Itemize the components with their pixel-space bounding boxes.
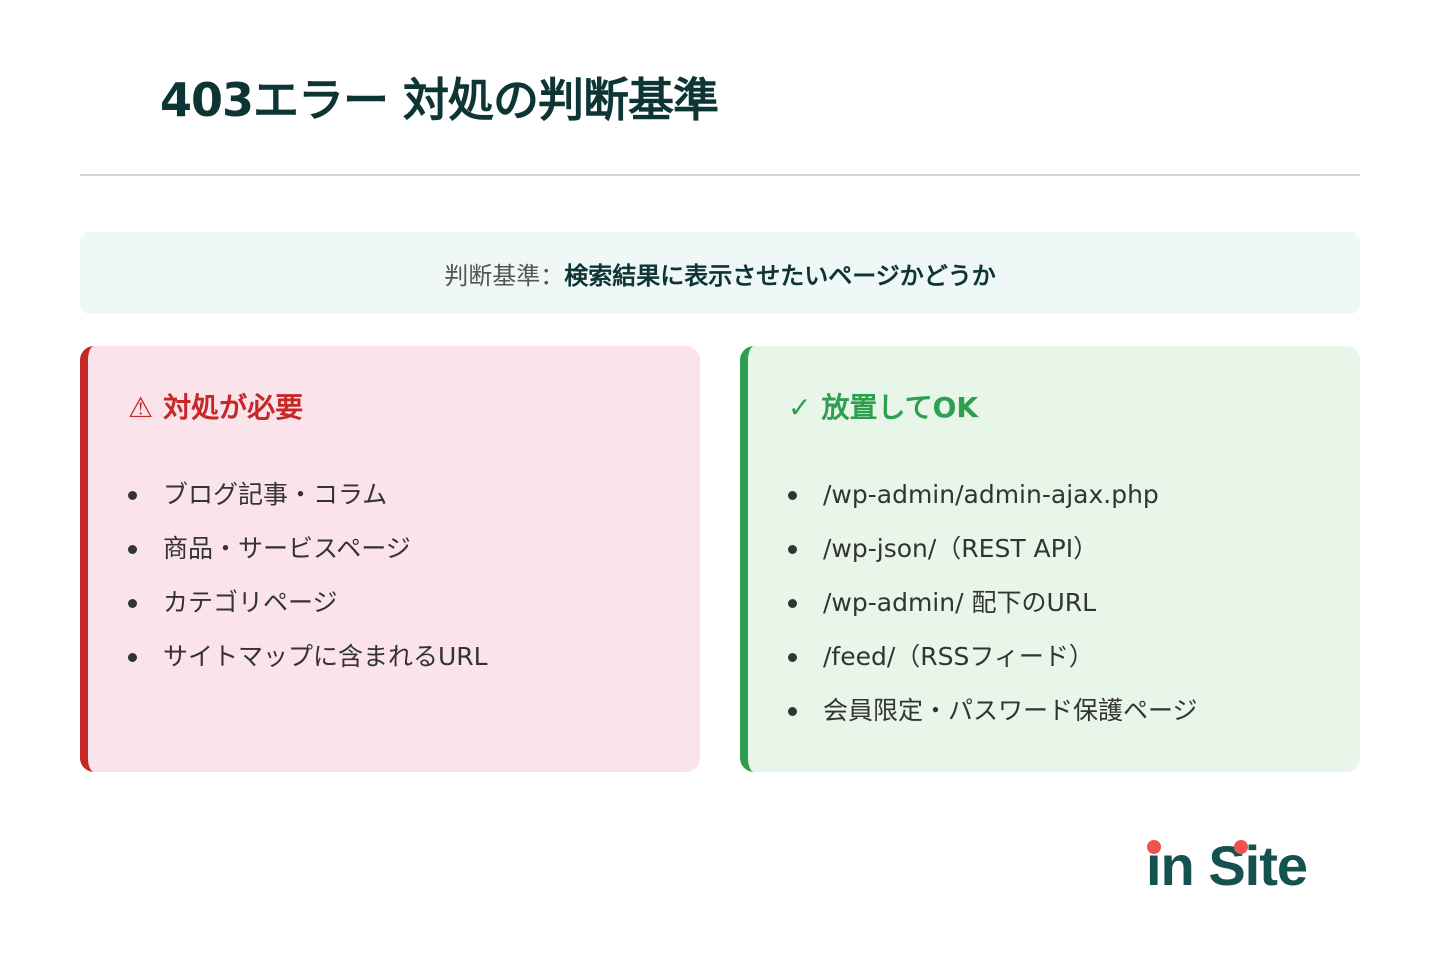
insite-logo: in Site (1146, 838, 1308, 894)
page-title: 403エラー 対処の判断基準 (160, 73, 719, 127)
warning-icon: ⚠ (128, 391, 154, 424)
criteria-banner: 判断基準： 検索結果に表示させたいページかどうか (80, 232, 1360, 314)
check-icon: ✓ (788, 391, 812, 424)
list-item: /feed/（RSSフィード） (788, 630, 1198, 684)
ignore-ok-title: 放置してOK (821, 391, 979, 424)
bullet-icon (128, 490, 137, 500)
action-required-heading: ⚠ 対処が必要 (128, 388, 303, 428)
criteria-label: 判断基準： (444, 261, 565, 290)
bullet-icon (788, 706, 797, 716)
logo-i-dot-icon (1234, 840, 1248, 854)
logo-i-dot-icon (1147, 840, 1161, 854)
title-divider (80, 174, 1360, 176)
action-required-title: 対処が必要 (163, 391, 304, 424)
action-required-card: ⚠ 対処が必要 ブログ記事・コラム 商品・サービスページ カテゴリページ サイト… (80, 346, 700, 772)
bullet-icon (128, 598, 137, 608)
bullet-icon (788, 544, 797, 554)
list-item: /wp-json/（REST API） (788, 522, 1198, 576)
ignore-ok-card: ✓ 放置してOK /wp-admin/admin-ajax.php /wp-js… (740, 346, 1360, 772)
action-required-list: ブログ記事・コラム 商品・サービスページ カテゴリページ サイトマップに含まれる… (128, 468, 488, 684)
list-item: 商品・サービスページ (128, 522, 488, 576)
bullet-icon (788, 652, 797, 662)
list-item: サイトマップに含まれるURL (128, 630, 488, 684)
logo-text: in Site (1146, 834, 1308, 897)
ignore-ok-heading: ✓ 放置してOK (788, 388, 978, 428)
list-item: ブログ記事・コラム (128, 468, 488, 522)
ignore-ok-list: /wp-admin/admin-ajax.php /wp-json/（REST … (788, 468, 1198, 738)
list-item: カテゴリページ (128, 576, 488, 630)
bullet-icon (788, 598, 797, 608)
bullet-icon (128, 544, 137, 554)
bullet-icon (788, 490, 797, 500)
list-item: 会員限定・パスワード保護ページ (788, 684, 1198, 738)
list-item: /wp-admin/admin-ajax.php (788, 468, 1198, 522)
criteria-value: 検索結果に表示させたいページかどうか (564, 261, 996, 290)
list-item: /wp-admin/ 配下のURL (788, 576, 1198, 630)
bullet-icon (128, 652, 137, 662)
